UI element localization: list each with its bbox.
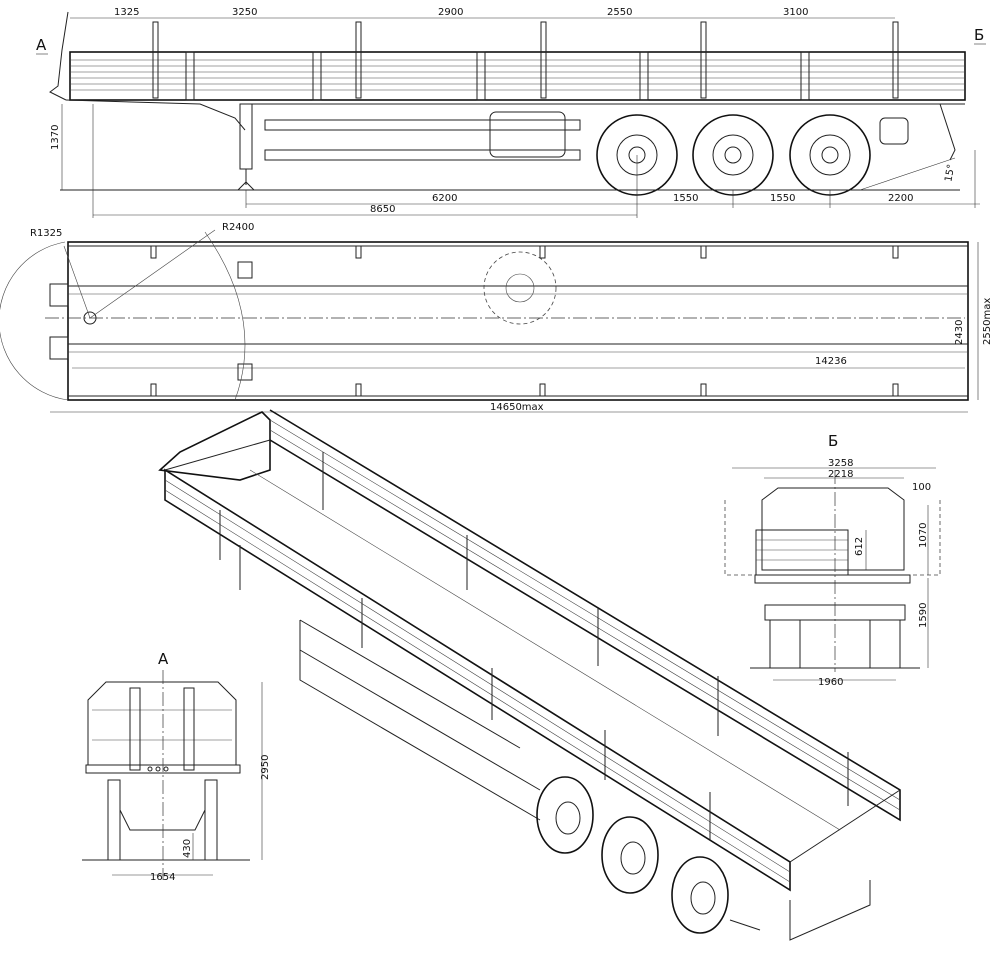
dim-2950: 2950 — [260, 755, 271, 780]
rear-wheel-right — [869, 619, 901, 669]
perspective-wheels — [536, 776, 729, 934]
left-board-ribs — [164, 479, 791, 883]
view-b: Б 3258 2218 100 612 1070 1590 1960 — [724, 432, 941, 688]
dim-430: 430 — [182, 839, 193, 858]
radius-r2400-leader — [89, 229, 216, 319]
dim-1590: 1590 — [918, 603, 929, 628]
view-a-title: А — [158, 650, 169, 668]
side-view: А Б 1325 3250 2900 2550 3100 — [36, 7, 986, 218]
dim-612: 612 — [854, 537, 865, 556]
spare-wheel — [483, 251, 557, 325]
deck-outline — [67, 241, 969, 401]
dim-1550-b: 1550 — [770, 193, 795, 204]
view-b-title: Б — [828, 432, 838, 450]
dim-3258: 3258 — [828, 458, 853, 469]
dim-14236: 14236 — [815, 356, 847, 367]
plan-view: R1325 R2400 14236 14650max 2550max 2430 — [0, 222, 993, 413]
landing-gear-crossbar — [119, 809, 206, 831]
plan-stake-pockets — [150, 245, 899, 397]
front-brackets — [49, 283, 69, 360]
landing-leg-right — [204, 779, 218, 861]
dim-2430: 2430 — [954, 320, 965, 345]
dim-2200: 2200 — [888, 193, 913, 204]
departure-angle-line — [859, 157, 956, 191]
side-board — [69, 51, 966, 101]
kingpin — [83, 311, 97, 325]
dim-6200: 6200 — [432, 193, 457, 204]
side-board-posts — [185, 51, 810, 101]
right-side-board — [269, 409, 901, 822]
front-post-left — [129, 687, 141, 771]
tailboard-ribs — [756, 539, 848, 561]
dim-1325: 1325 — [114, 7, 139, 18]
dim-14650max: 14650max — [490, 402, 544, 413]
rear-deck-edge — [789, 789, 901, 863]
connector-sockets — [147, 766, 169, 772]
headboard-rear — [761, 487, 905, 571]
perspective-view — [158, 409, 901, 941]
dim-1654: 1654 — [150, 872, 175, 883]
radius-r1325: R1325 — [30, 228, 62, 239]
landing-leg-left — [107, 779, 121, 861]
rear-deck-beam — [754, 574, 911, 584]
headboard — [158, 411, 271, 481]
rear-underride-guard — [729, 880, 871, 941]
perspective-stakes — [219, 452, 849, 840]
headboard-front — [87, 681, 237, 766]
radius-r1325-leader — [63, 245, 91, 319]
landing-gear-foot — [237, 181, 255, 191]
height-dim-1370: 1370 — [50, 125, 61, 150]
dim-2550max: 2550max — [982, 298, 993, 345]
perspective-chassis — [299, 619, 541, 821]
dim-3250: 3250 — [232, 7, 257, 18]
section-a-marker: А — [36, 36, 47, 54]
dim-8650: 8650 — [370, 204, 395, 215]
dim-1960: 1960 — [818, 677, 843, 688]
stakes — [152, 21, 899, 99]
dim-2900: 2900 — [438, 7, 463, 18]
dim-2550: 2550 — [607, 7, 632, 18]
rear-tank — [879, 117, 909, 145]
spare-wheel-hub — [505, 273, 535, 303]
kingpin-swing-arc — [204, 231, 246, 401]
front-swing-arc — [0, 241, 69, 401]
dim-100: 100 — [912, 482, 931, 493]
side-board-ribs — [70, 59, 965, 91]
landing-gear — [239, 103, 253, 170]
rear-bumper-bracket — [939, 103, 956, 161]
side-guard-lower — [264, 149, 581, 161]
dim-1550-a: 1550 — [673, 193, 698, 204]
air-tank — [489, 111, 566, 158]
front-headboard-profile — [49, 11, 69, 101]
front-post-right — [183, 687, 195, 771]
open-side-boards-dashed — [724, 500, 941, 576]
section-b-marker: Б — [974, 26, 984, 44]
angle-dim: 15° — [943, 163, 957, 182]
dim-2218: 2218 — [828, 469, 853, 480]
rear-wheel-left — [769, 619, 801, 669]
bottom-dimension-lines — [92, 104, 980, 218]
rear-tailboard — [755, 529, 849, 576]
front-deck-edge — [164, 439, 271, 471]
stake-dims: 1325 3250 2900 2550 3100 — [114, 7, 808, 18]
left-side-board — [164, 468, 791, 892]
side-wheels — [596, 114, 871, 196]
dim-1070: 1070 — [918, 523, 929, 548]
dim-3100: 3100 — [783, 7, 808, 18]
right-board-ribs — [269, 419, 901, 811]
radius-r2400: R2400 — [222, 222, 254, 233]
deck-floor-line — [249, 469, 841, 831]
view-a: А 2950 430 1654 — [82, 650, 271, 883]
deck-longitudinal-lines — [68, 245, 968, 397]
side-guard-upper — [264, 119, 581, 131]
